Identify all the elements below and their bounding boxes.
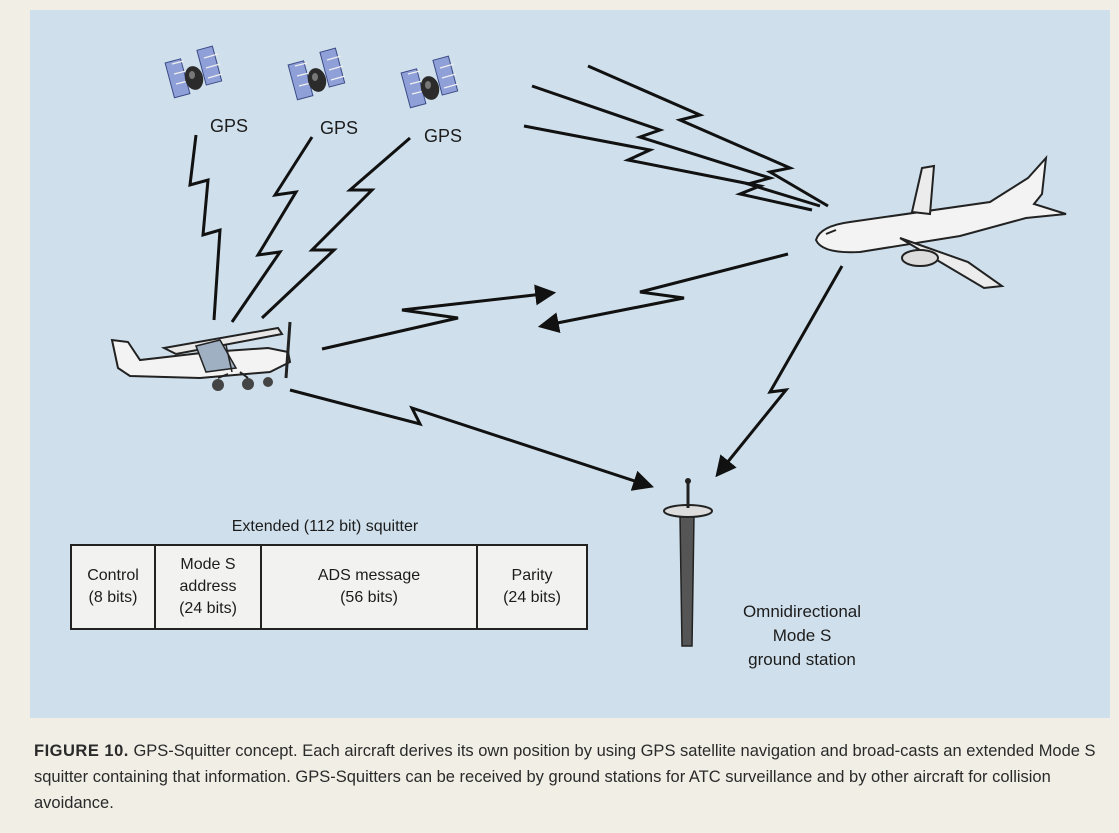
gps-label: GPS <box>320 118 359 138</box>
squitter-title: Extended (112 bit) squitter <box>231 518 419 535</box>
squitter-field-parity: Parity (24 bits) <box>478 546 586 628</box>
field-size: (56 bits) <box>340 589 398 606</box>
figure-caption: FIGURE 10. GPS-Squitter concept. Each ai… <box>34 738 1112 816</box>
field-name: Mode S <box>180 556 236 573</box>
field-name: Control <box>87 567 139 584</box>
field-name-continued: address <box>179 578 237 595</box>
gps-label: GPS <box>210 116 249 136</box>
squitter-format-table: Control (8 bits) Mode S address (24 bits… <box>70 544 588 630</box>
gps-signal-line <box>523 124 813 212</box>
squitter-signal-arrow <box>715 265 844 478</box>
gps-signal-line <box>230 136 314 323</box>
jet-aircraft-icon <box>814 155 1067 290</box>
gps-satellite-icon <box>164 45 223 99</box>
caption-text: GPS-Squitter concept. Each aircraft deri… <box>34 742 1096 812</box>
field-name: Parity <box>511 567 553 584</box>
ground-station-label-line: ground station <box>748 650 856 669</box>
squitter-signal-arrow <box>289 388 654 491</box>
figure-number: FIGURE 10. <box>34 742 129 760</box>
squitter-field-control: Control (8 bits) <box>72 546 156 628</box>
squitter-field-ads-message: ADS message (56 bits) <box>262 546 478 628</box>
gps-label: GPS <box>424 126 463 146</box>
squitter-field-mode-s-address: Mode S address (24 bits) <box>156 546 262 628</box>
gps-signal-line <box>531 84 821 208</box>
field-size: (24 bits) <box>503 589 561 606</box>
gps-satellite-icon <box>287 47 346 101</box>
ground-station-label-line: Mode S <box>772 626 832 645</box>
gps-signal-line <box>260 136 411 320</box>
gps-signal-line <box>188 134 222 321</box>
field-size: (24 bits) <box>179 600 237 617</box>
gps-signal-line <box>587 64 829 208</box>
field-size: (8 bits) <box>88 589 138 606</box>
ground-station-label-line: Omnidirectional <box>742 602 862 621</box>
light-aircraft-icon <box>110 321 292 391</box>
squitter-signal-arrow <box>321 284 557 351</box>
ground-station-antenna-icon <box>663 478 713 647</box>
squitter-signal-arrow <box>537 252 789 334</box>
gps-satellite-icon <box>400 55 459 109</box>
field-name: ADS message <box>317 567 421 584</box>
ground-station-label: Omnidirectional Mode S ground station <box>712 600 892 672</box>
